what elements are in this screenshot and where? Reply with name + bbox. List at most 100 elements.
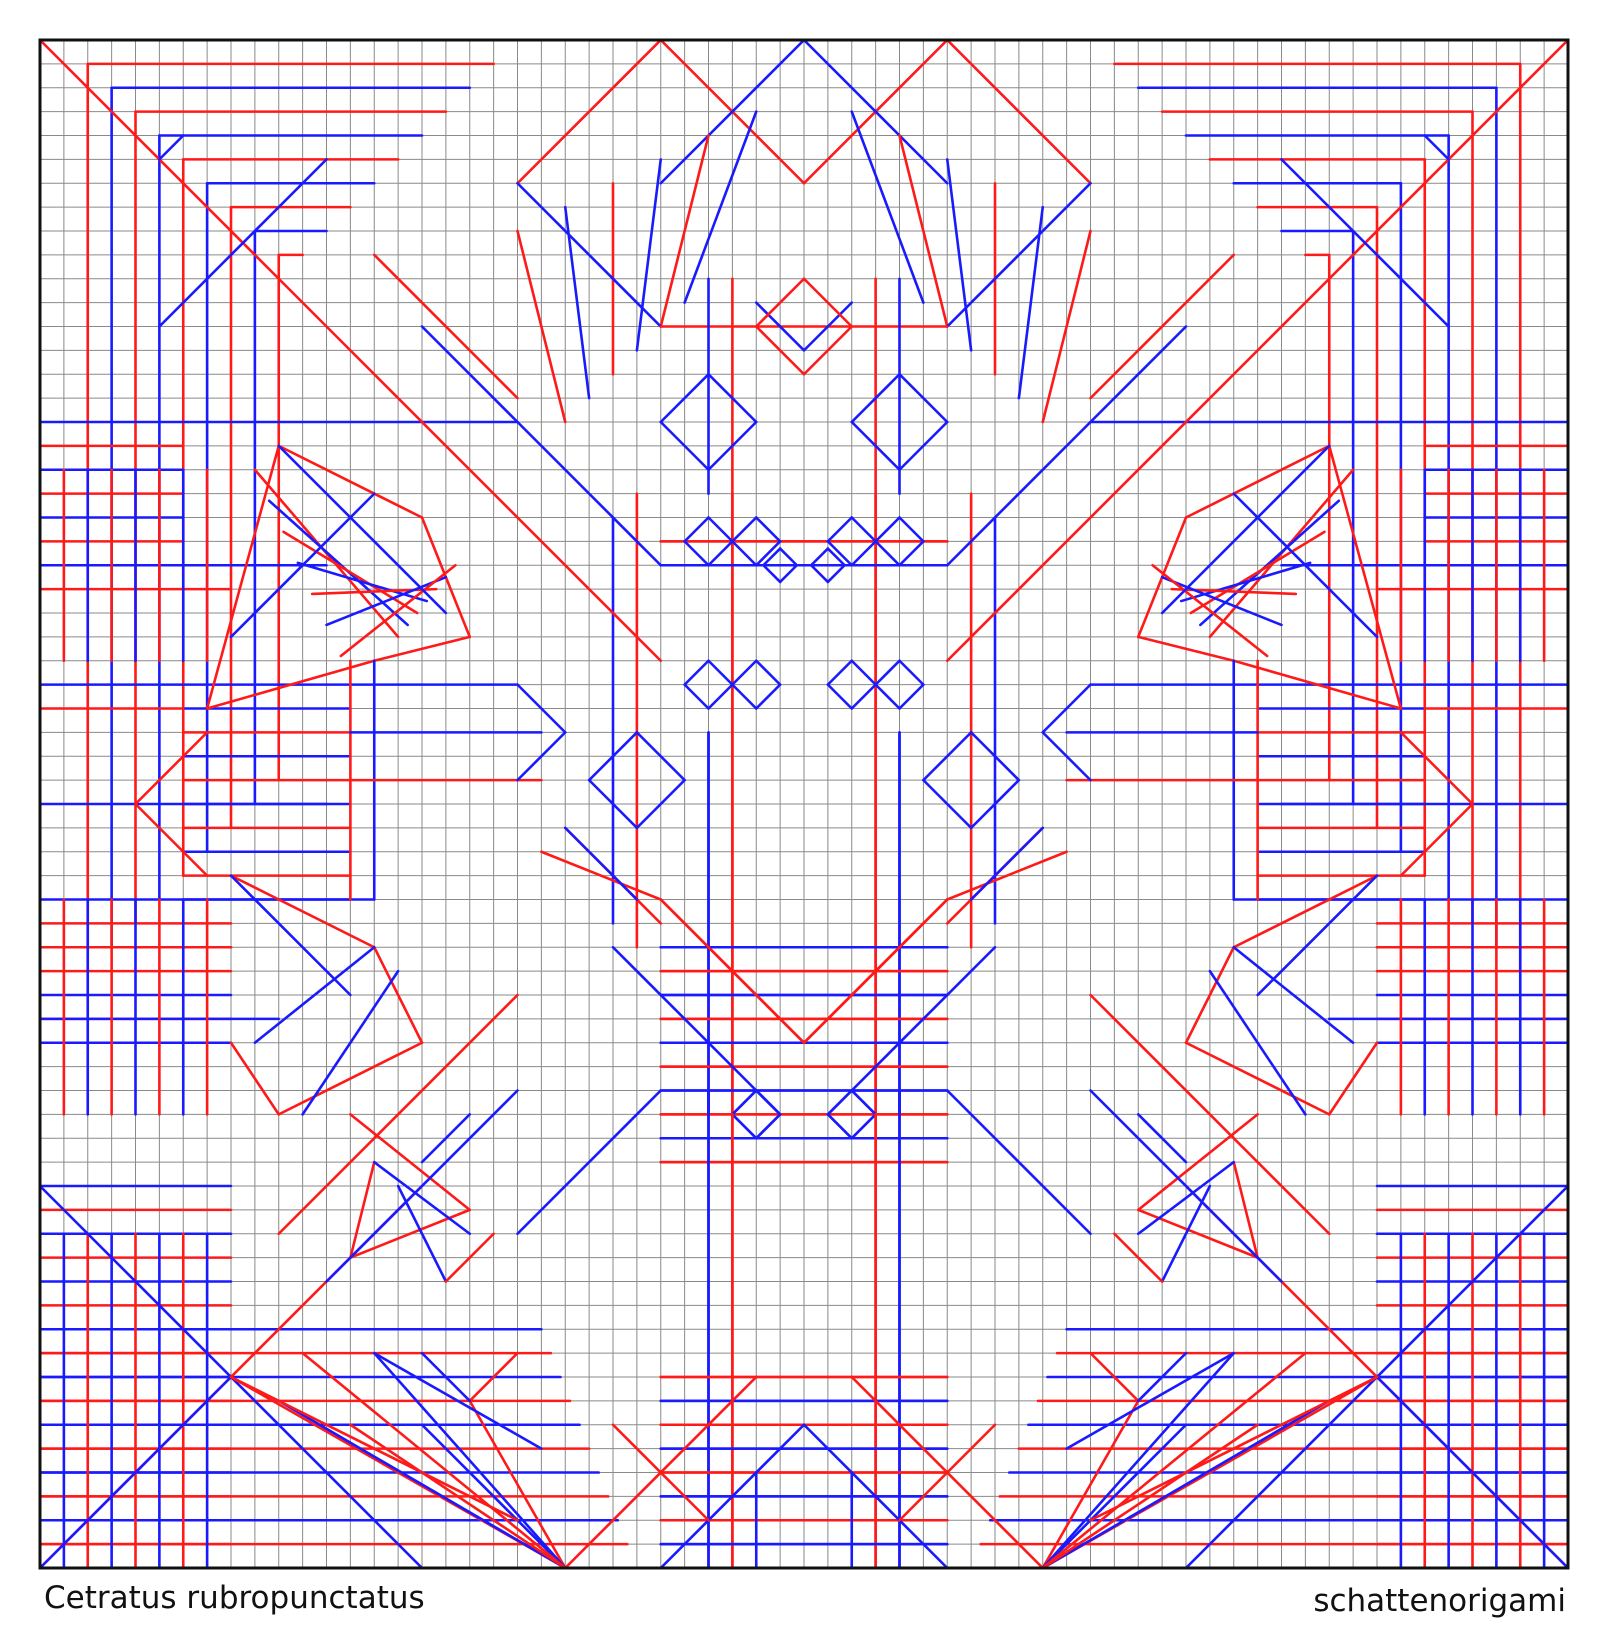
mountain-crease [339,563,457,658]
valley-crease [1160,444,1331,615]
valley-crease [277,1399,567,1570]
mountain-crease [277,993,519,1236]
valley-crease [898,540,925,567]
valley-crease [1280,158,1450,328]
valley-crease [754,301,806,352]
valley-crease [1136,1160,1236,1236]
valley-crease [850,516,877,543]
valley-crease [850,372,901,424]
mountain-crease [1399,731,1474,806]
mountain-crease [1184,1041,1331,1116]
mountain-crease [468,1399,567,1570]
valley-crease [587,731,639,782]
valley-crease [1089,1089,1283,1283]
valley-crease [325,1089,519,1283]
mountain-crease [349,1423,567,1570]
mountain-crease [1327,444,1403,710]
valley-crease [267,499,409,627]
valley-crease [707,372,758,424]
valley-crease [1256,874,1379,997]
mountain-crease [1041,1351,1307,1570]
valley-crease [802,1423,949,1570]
mountain-crease [1136,635,1236,663]
mountain-crease [349,349,663,663]
valley-crease [659,420,710,472]
valley-crease [1041,1399,1331,1570]
mountain-crease [945,349,1259,663]
valley-crease [754,659,782,686]
valley-crease [1232,492,1379,639]
valley-crease [1089,325,1188,424]
valley-crease [850,540,877,567]
mountain-crease [1089,253,1236,400]
valley-crease [1208,969,1307,1116]
mountain-crease [349,1113,472,1212]
mountain-crease [444,1232,495,1283]
valley-crease [850,110,925,304]
mountain-crease [1041,229,1092,424]
mountain-crease [229,1041,281,1116]
valley-crease [325,575,448,627]
valley-crease [372,1351,543,1450]
valley-crease [420,1351,472,1403]
valley-crease [809,547,830,567]
mountain-crease [134,802,209,877]
mountain-crease [1089,993,1331,1236]
mountain-crease [372,635,472,663]
mountain-crease [802,898,949,1045]
valley-crease [826,563,846,584]
mountain-crease [754,325,806,376]
mountain-crease [802,277,854,328]
valley-crease [635,158,663,352]
valley-crease [1041,731,1092,782]
valley-crease [826,1089,854,1116]
mountain-crease [516,38,663,185]
valley-crease [850,1113,877,1140]
valley-crease [945,158,973,352]
valley-crease [731,516,758,543]
valley-crease [969,778,1021,830]
valley-crease [253,945,376,1045]
valley-crease [229,874,352,997]
valley-crease [874,516,901,543]
valley-crease [158,158,328,328]
valley-crease [372,1351,567,1570]
valley-crease [850,945,997,1092]
valley-crease [229,492,376,639]
valley-crease [874,659,901,686]
valley-crease [809,563,830,584]
valley-crease [969,826,1045,901]
paper-border [38,38,1570,1570]
mountain-crease [898,1423,997,1522]
valley-crease [826,1113,854,1140]
valley-crease [659,1423,806,1570]
model-title: Cetratus rubropunctatus [44,1580,425,1616]
valley-crease [731,683,758,710]
valley-crease [420,325,519,424]
valley-crease [850,683,877,710]
mountain-crease [1327,1041,1379,1116]
valley-crease [1423,134,1450,161]
valley-crease [587,778,639,830]
valley-crease [762,547,782,567]
valley-crease [563,826,639,901]
valley-crease [969,731,1021,782]
valley-crease [707,516,734,543]
valley-crease [1136,1113,1188,1164]
mountain-crease [1113,1232,1164,1283]
valley-crease [611,945,758,1092]
valley-crease [802,38,949,185]
mountain-crease [468,1351,519,1403]
valley-crease [898,659,925,686]
valley-crease [635,731,686,782]
valley-crease [945,420,1092,567]
valley-crease [1199,499,1341,627]
mountain-crease [277,1041,424,1116]
valley-crease [277,444,448,615]
valley-crease [945,181,1092,328]
valley-crease [683,540,710,567]
mountain-crease [1232,659,1403,710]
mountain-crease [1232,1160,1259,1259]
valley-crease [754,1089,782,1116]
valley-crease [945,1089,1092,1236]
